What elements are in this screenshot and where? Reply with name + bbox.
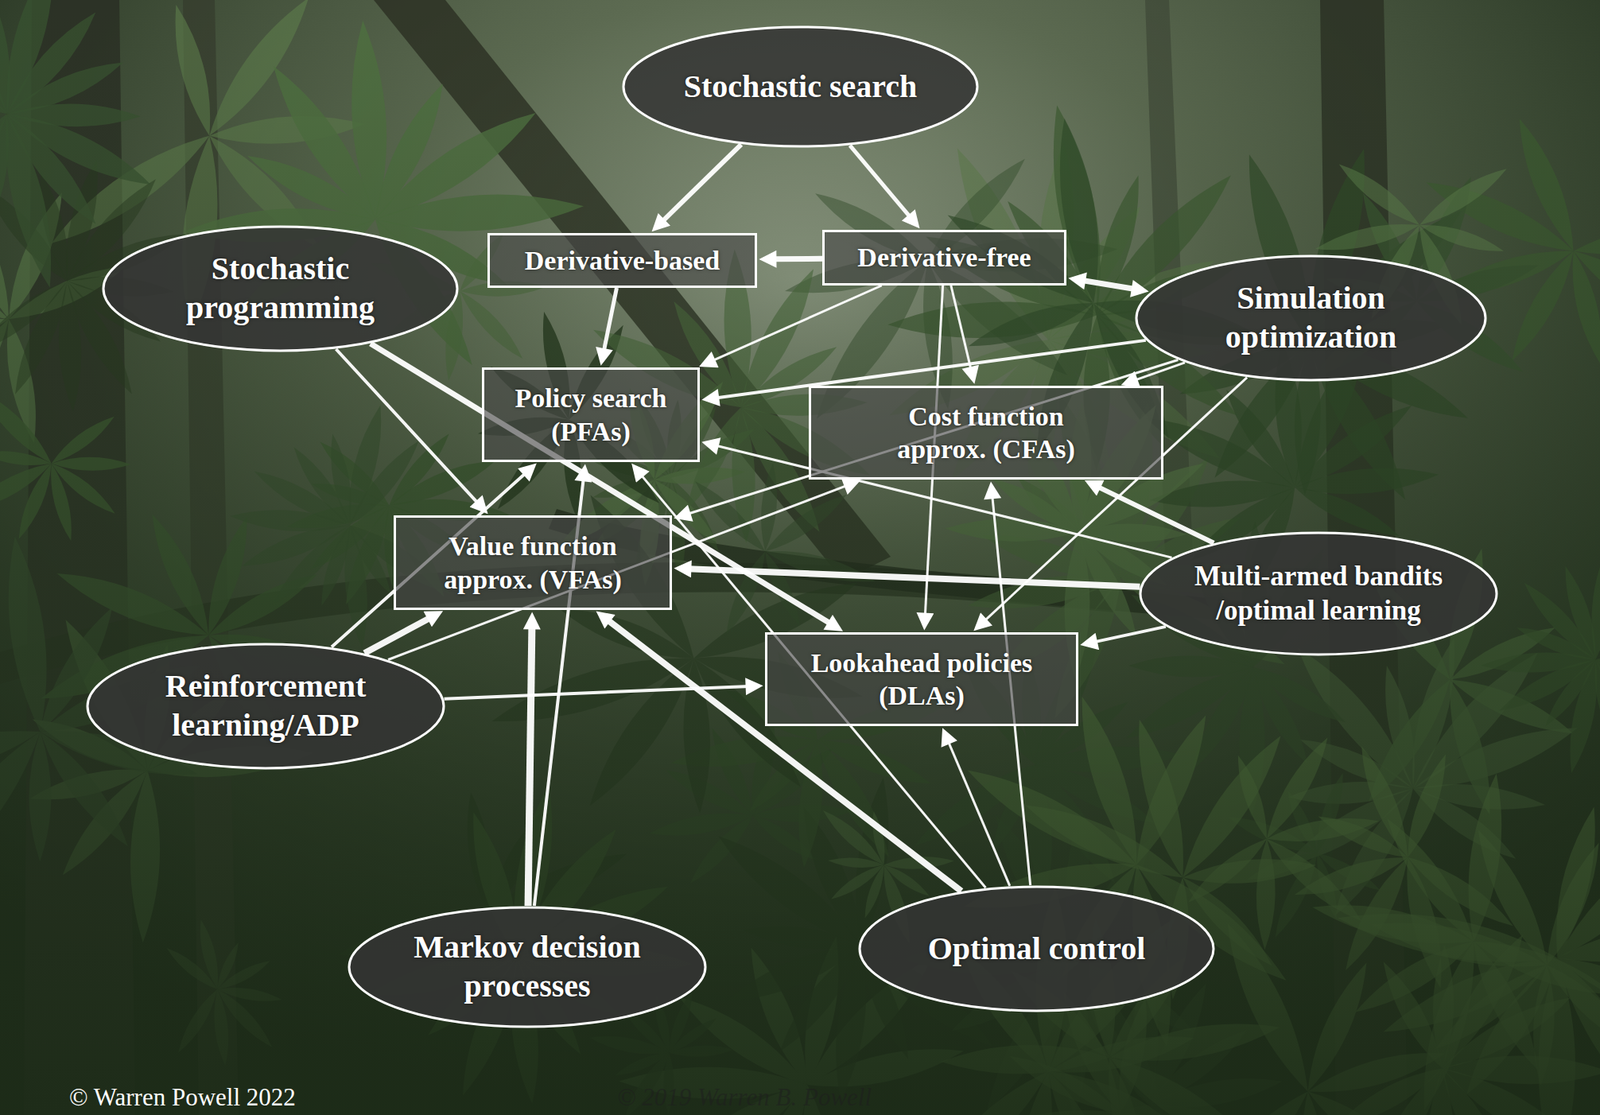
method-ellipse: Stochastic programming	[101, 225, 459, 353]
connector-arrow	[1094, 626, 1166, 642]
ellipse-shape	[859, 886, 1214, 1011]
ellipse-outline	[101, 225, 459, 353]
ellipse-outline	[1134, 254, 1488, 382]
node-label: Value function approx. (VFAs)	[413, 529, 653, 596]
policy-box: Value function approx. (VFAs)	[393, 515, 672, 610]
method-ellipse: Optimal control	[858, 885, 1216, 1013]
ellipse-shape	[87, 644, 444, 769]
method-ellipse: Reinforcement learning/ADP	[85, 642, 446, 770]
connector-arrow	[661, 144, 742, 222]
ellipse-shape	[1136, 256, 1486, 381]
node-label: Markov decision processes	[392, 928, 663, 1006]
ellipse-outline	[1138, 531, 1499, 657]
connector-arrow	[850, 145, 911, 218]
node-label: Reinforcement learning/ADP	[138, 667, 393, 746]
ellipse-shape	[103, 226, 458, 351]
copyright-note: © Warren Powell 2022	[69, 1083, 296, 1112]
watermark: © 2019 Warren B. Powell	[617, 1083, 872, 1112]
ellipse-outline	[85, 642, 446, 770]
policy-box: Lookahead policies (DLAs)	[765, 632, 1079, 727]
node-label: Optimal control	[928, 929, 1146, 969]
connector-arrow	[370, 343, 832, 625]
node-label: Policy search (PFAs)	[495, 381, 687, 448]
method-ellipse: Simulation optimization	[1134, 254, 1488, 382]
policy-box: Derivative-based	[487, 233, 758, 288]
method-ellipse: Stochastic search	[621, 25, 979, 148]
ellipse-shape	[623, 27, 978, 147]
connector-arrow	[336, 349, 479, 504]
node-label: Lookahead policies (DLAs)	[786, 646, 1057, 713]
policy-box: Policy search (PFAs)	[481, 367, 700, 463]
connector-arrow	[528, 625, 533, 906]
connector-arrow	[947, 740, 1010, 886]
connector-arrow	[951, 285, 971, 371]
ellipse-outline	[347, 905, 707, 1029]
ellipse-shape	[349, 907, 706, 1027]
connector-arrow	[1097, 486, 1215, 544]
ellipse-shape	[1140, 532, 1497, 655]
node-label: Cost function approx. (CFAs)	[866, 400, 1106, 467]
policy-box: Derivative-free	[822, 229, 1067, 286]
connector-arrow	[687, 568, 1140, 587]
node-label: Stochastic programming	[153, 249, 408, 328]
node-label: Stochastic search	[683, 67, 918, 107]
node-label: Derivative-free	[857, 240, 1031, 274]
node-label: Simulation optimization	[1192, 279, 1431, 358]
connector-arrow	[1082, 280, 1136, 290]
method-ellipse: Markov decision processes	[347, 905, 707, 1029]
method-ellipse: Multi-armed bandits /optimal learning	[1138, 531, 1499, 657]
connector-arrow	[772, 256, 823, 263]
policy-box: Cost function approx. (CFAs)	[808, 385, 1164, 480]
node-label: Multi-armed bandits /optimal learning	[1159, 559, 1478, 628]
node-label: Derivative-based	[524, 244, 721, 277]
connector-arrow	[603, 287, 617, 352]
connector-arrow	[711, 285, 882, 362]
